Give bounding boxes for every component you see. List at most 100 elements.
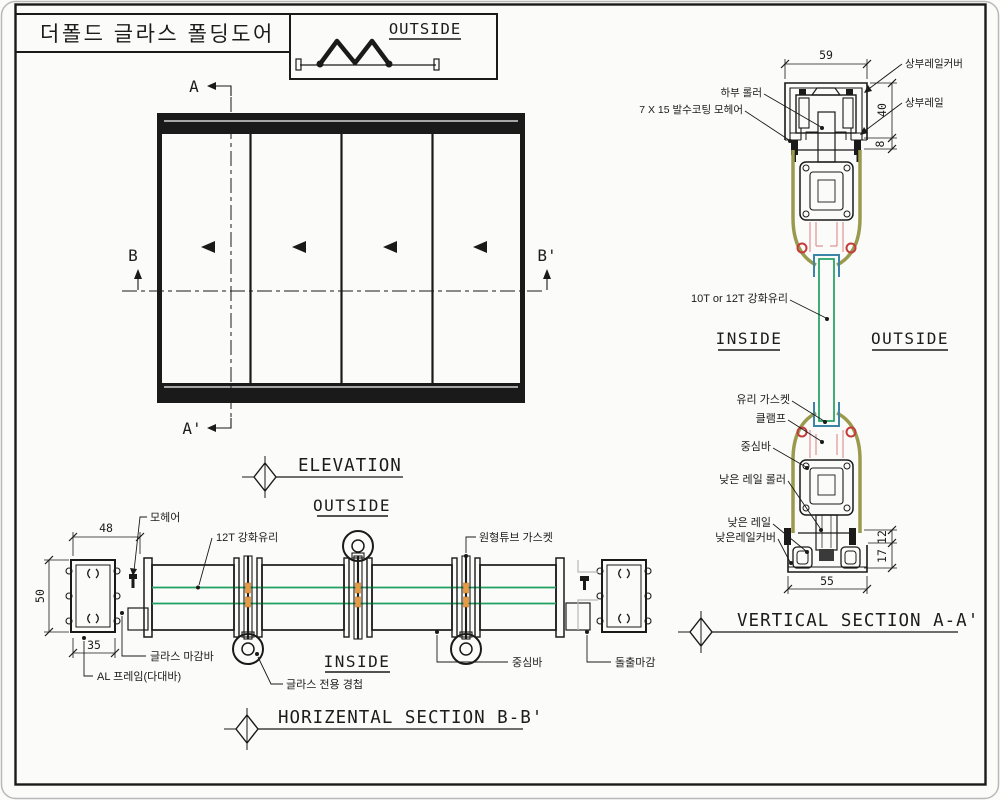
left-frame-profile (65, 559, 121, 633)
door-panel-run (127, 530, 598, 665)
title-block: 더폴드 글라스 폴딩도어 (14, 13, 291, 53)
section-marker-icon (241, 455, 277, 499)
svg-text:8: 8 (873, 140, 887, 147)
svg-text:17: 17 (875, 549, 889, 563)
svg-text:글라스 마감바: 글라스 마감바 (150, 650, 214, 663)
label-low-rail-roller: 낮은 레일 롤러 (719, 472, 823, 532)
svg-text:상부레일: 상부레일 (905, 96, 944, 109)
label-vcenter-bar: 중심바 (741, 440, 809, 470)
glass-pane (818, 258, 835, 422)
panel-direction-arrow-icon (292, 241, 306, 253)
svg-text:AL 프레임(다대바): AL 프레임(다대바) (97, 670, 181, 683)
hsection-outside-label: OUTSIDE (313, 496, 391, 515)
svg-text:클램프: 클램프 (756, 412, 786, 425)
svg-text:모헤어: 모헤어 (150, 511, 180, 524)
dim-rail-width: 59 (780, 48, 872, 79)
horizontal-section-view: OUTSIDE (33, 496, 655, 751)
section-line-b: B B' (122, 246, 557, 292)
label-upper-rail: 상부레일 (860, 96, 944, 135)
svg-text:글라스 전용 경첩: 글라스 전용 경첩 (286, 678, 363, 691)
label-protrusion-finish: 돌출마감 (585, 630, 655, 669)
svg-text:55: 55 (820, 574, 834, 588)
dim-frame-depth: 48 (68, 521, 145, 556)
label-center-bar: 중심바 (435, 630, 542, 669)
dim-low-rail-width: 55 (783, 574, 872, 594)
label-vglass: 10T or 12T 강화유리 (691, 292, 829, 321)
vsection-inside-label: INSIDE (716, 329, 783, 348)
vsection-caption-text: VERTICAL SECTION A-A' (737, 611, 979, 631)
svg-text:35: 35 (87, 638, 101, 652)
marker-b-label: B (128, 246, 138, 265)
marker-a-label: A (189, 77, 199, 96)
door-frame (157, 113, 525, 403)
vertical-section-view: 59 40 8 12 17 55 (639, 48, 979, 654)
svg-text:낮은 레일: 낮은 레일 (727, 515, 771, 529)
elevation-caption-text: ELEVATION (298, 456, 402, 476)
svg-text:유리 가스켓: 유리 가스켓 (736, 393, 790, 406)
hsection-caption-text: HORIZENTAL SECTION B-B' (278, 708, 543, 728)
elevation-view: A A' B B' ELEVATION (122, 77, 557, 499)
marker-a-prime-label: A' (182, 419, 201, 438)
label-low-rail: 낮은 레일 (727, 515, 809, 554)
svg-text:중심바: 중심바 (512, 656, 542, 669)
elevation-caption: ELEVATION (241, 455, 403, 499)
label-lower-roller: 하부 롤러 (720, 86, 824, 130)
vsection-dimensions: 59 40 8 12 17 55 (780, 48, 897, 594)
hsection-dimensions: 48 50 35 (33, 521, 145, 658)
mohair-mark (580, 576, 589, 590)
fold-outside-label: OUTSIDE (389, 20, 461, 38)
top-rail-assembly (784, 82, 868, 163)
svg-text:상부레일커버: 상부레일커버 (905, 57, 963, 70)
section-marker-icon (677, 610, 713, 654)
rail-center-block (819, 549, 834, 561)
vsection-caption: VERTICAL SECTION A-A' (677, 610, 979, 654)
svg-text:50: 50 (33, 589, 47, 603)
mohair-brush (791, 140, 861, 162)
hsection-labels: 모헤어 12T 강화유리 원형튜브 가스켓 글라스 마감바 AL 프레임(다대바 (82, 511, 655, 691)
vsection-labels: 상부레일커버 상부레일 하부 롤러 7 X 15 발수코팅 모헤어 10T or (639, 57, 963, 565)
label-glass-finish-bar: 글라스 마감바 (120, 611, 214, 663)
label-round-tube-gasket: 원형튜브 가스켓 (464, 531, 553, 558)
hsection-inside-label: INSIDE (324, 652, 391, 671)
section-marker-icon (223, 707, 259, 751)
svg-text:59: 59 (819, 48, 833, 62)
hsection-caption: HORIZENTAL SECTION B-B' (223, 707, 543, 751)
dim-low-rail: 12 17 (864, 525, 897, 573)
label-mohair-spec: 7 X 15 발수코팅 모헤어 (639, 103, 792, 143)
svg-text:40: 40 (875, 103, 889, 117)
label-glass-gasket: 유리 가스켓 (736, 393, 827, 424)
svg-text:10T or 12T 강화유리: 10T or 12T 강화유리 (691, 292, 788, 305)
svg-text:낮은 레일 롤러: 낮은 레일 롤러 (719, 472, 786, 486)
vsection-outside-label: OUTSIDE (871, 329, 949, 348)
dim-frame-height: 50 (33, 555, 69, 637)
label-tempered-glass: 12T 강화유리 (196, 531, 278, 590)
svg-text:12T 강화유리: 12T 강화유리 (216, 531, 278, 544)
label-mohair: 모헤어 (130, 511, 180, 576)
label-clamp: 클램프 (756, 412, 824, 444)
svg-text:7 X 15 발수코팅 모헤어: 7 X 15 발수코팅 모헤어 (639, 103, 743, 116)
svg-text:돌출마감: 돌출마감 (615, 656, 655, 669)
dim-rail-height: 40 8 (864, 78, 897, 154)
svg-text:하부 롤러: 하부 롤러 (720, 86, 762, 99)
svg-text:낮은레일커버: 낮은레일커버 (715, 530, 776, 544)
panel-capsule-top (791, 149, 862, 277)
panel-direction-arrow-icon (383, 241, 397, 253)
panel-junction (343, 555, 373, 640)
svg-text:12: 12 (875, 530, 889, 544)
fold-zigzag-icon (295, 38, 440, 71)
bottom-rail-assembly (787, 545, 868, 573)
label-glass-hinge: 글라스 전용 경첩 (255, 652, 363, 691)
svg-text:48: 48 (99, 521, 113, 535)
panel-junction (233, 555, 263, 640)
right-frame-profile (596, 559, 652, 633)
page-title: 더폴드 글라스 폴딩도어 (40, 23, 275, 46)
section-line-a: A A' (182, 77, 232, 438)
panel-direction-arrow-icon (473, 241, 487, 253)
marker-b-prime-label: B' (537, 246, 556, 265)
panel-direction-arrow-icon (201, 241, 215, 253)
label-low-rail-cover: 낮은레일커버 (715, 530, 793, 565)
mohair-mark (129, 574, 137, 588)
panel-junction (451, 555, 481, 640)
